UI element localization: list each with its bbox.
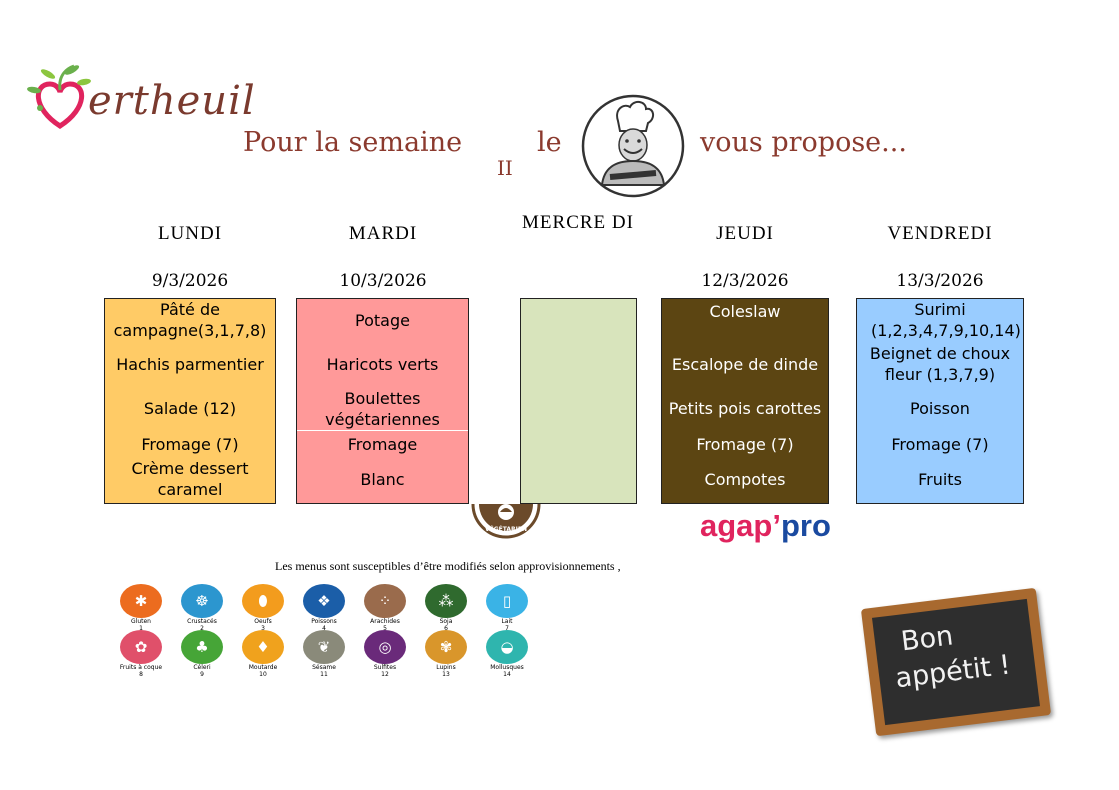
date-jeudi: 12/3/2026 — [701, 271, 789, 291]
menu-item: Surimi (1,2,3,4,7,9,10,14) — [871, 300, 1021, 340]
pro-text: pro — [780, 508, 831, 543]
lupin-icon: ✾ — [425, 630, 467, 664]
allergen-oeufs: ⬮ Oeufs 3 — [232, 584, 294, 632]
headline-part2: le — [537, 127, 562, 158]
allergen-lupins: ✾ Lupins 13 — [415, 630, 477, 678]
date-lundi: 9/3/2026 — [151, 271, 229, 291]
allergen-mollusques: ◒ Mollusques 14 — [476, 630, 538, 678]
vegetarian-badge: VÉGÉTARIEN — [471, 500, 541, 550]
agap-pro-logo: agap’pro — [700, 508, 831, 544]
egg-icon: ⬮ — [242, 584, 284, 618]
agap-text: agap — [700, 508, 773, 543]
crab-icon: ☸ — [181, 584, 223, 618]
soy-icon: ⁂ — [425, 584, 467, 618]
allergen-legend: ✱ Gluten 1 ☸ Crustacés 2 ⬮ Oeufs 3 ❖ Poi… — [110, 584, 550, 684]
wheat-icon: ✱ — [120, 584, 162, 618]
menu-item: Fromage (7) — [696, 435, 794, 454]
menu-box-vendredi: Surimi (1,2,3,4,7,9,10,14) Beignet de ch… — [856, 298, 1024, 504]
allergen-gluten: ✱ Gluten 1 — [110, 584, 172, 632]
headline-part1: Pour la semaine — [243, 127, 463, 158]
milk-icon: ▯ — [486, 584, 528, 618]
menu-item: Escalope de dinde — [671, 355, 819, 374]
bon-appetit-board: Bon appétit ! — [860, 587, 1052, 737]
menu-item: Fruits — [918, 470, 962, 489]
date-vendredi: 13/3/2026 — [896, 271, 984, 291]
allergen-soja: ⁂ Soja 6 — [415, 584, 477, 632]
vegetarian-text: VÉGÉTARIEN — [484, 526, 527, 533]
heart-logo-icon — [27, 64, 91, 129]
vegetarian-icon — [471, 503, 541, 539]
board-line1: Bon — [899, 620, 955, 658]
allergen-fruits-a-coque: ✿ Fruits à coque 8 — [110, 630, 172, 678]
logo-text: ertheuil — [88, 78, 256, 124]
menu-item: Poisson — [910, 399, 970, 418]
allergen-sulfites: ◎ Sulfites 12 — [354, 630, 416, 678]
allergen-poissons: ❖ Poissons 4 — [293, 584, 355, 632]
nut-icon: ✿ — [120, 630, 162, 664]
allergen-moutarde: ♦ Moutarde 10 — [232, 630, 294, 678]
allergen-celeri: ♣ Céleri 9 — [171, 630, 233, 678]
day-mardi: MARDI — [348, 223, 418, 244]
menu-item: Fromage — [347, 435, 418, 454]
peanut-icon: ⁘ — [364, 584, 406, 618]
menu-item: Fromage (7) — [141, 435, 239, 454]
menu-item: Beignet de choux fleur (1,3,7,9) — [869, 344, 1011, 384]
menu-item: Pâté de campagne(3,1,7,8) — [113, 300, 267, 340]
agap-apostrophe: ’ — [772, 508, 781, 543]
sulfite-icon: ◎ — [364, 630, 406, 664]
day-vendredi: VENDREDI — [887, 223, 993, 244]
allergen-arachides: ⁘ Arachides 5 — [354, 584, 416, 632]
allergen-sesame: ❦ Sésame 11 — [293, 630, 355, 678]
allergen-crustaces: ☸ Crustacés 2 — [171, 584, 233, 632]
menu-item: Coleslaw — [709, 302, 781, 321]
menu-item: Blanc — [360, 470, 405, 489]
disclaimer-text: Les menus sont susceptibles d’être modif… — [275, 559, 621, 573]
menu-box-mercredi — [520, 298, 637, 504]
menu-box-lundi: Pâté de campagne(3,1,7,8) Hachis parment… — [104, 298, 276, 504]
divider — [297, 430, 468, 431]
menu-item: Potage — [355, 311, 410, 330]
day-jeudi: JEUDI — [716, 223, 774, 244]
week-number: II — [497, 156, 513, 180]
celery-icon: ♣ — [181, 630, 223, 664]
fish-icon: ❖ — [303, 584, 345, 618]
allergen-lait: ▯ Lait 7 — [476, 584, 538, 632]
menu-item: Compotes — [704, 470, 786, 489]
day-mercredi: MERCRE DI — [522, 212, 634, 233]
logo: ertheuil — [22, 60, 255, 136]
date-mardi: 10/3/2026 — [339, 271, 427, 291]
menu-item: Petits pois carottes — [668, 399, 822, 418]
menu-item: Salade (12) — [143, 399, 237, 418]
menu-box-jeudi: Coleslaw Escalope de dinde Petits pois c… — [661, 298, 829, 504]
menu-item: Boulettes végétariennes — [325, 389, 440, 429]
menu-item: Hachis parmentier — [116, 355, 264, 374]
shell-icon: ◒ — [486, 630, 528, 664]
day-lundi: LUNDI — [157, 223, 223, 244]
chef-icon — [580, 93, 686, 199]
headline-part3: vous propose... — [700, 127, 907, 158]
mustard-icon: ♦ — [242, 630, 284, 664]
menu-item: Crème dessert caramel — [131, 459, 249, 499]
menu-box-mardi: Potage Haricots verts Boulettes végétari… — [296, 298, 469, 504]
menu-item: Haricots verts — [326, 355, 439, 374]
sesame-icon: ❦ — [303, 630, 345, 664]
menu-item: Fromage (7) — [891, 435, 989, 454]
